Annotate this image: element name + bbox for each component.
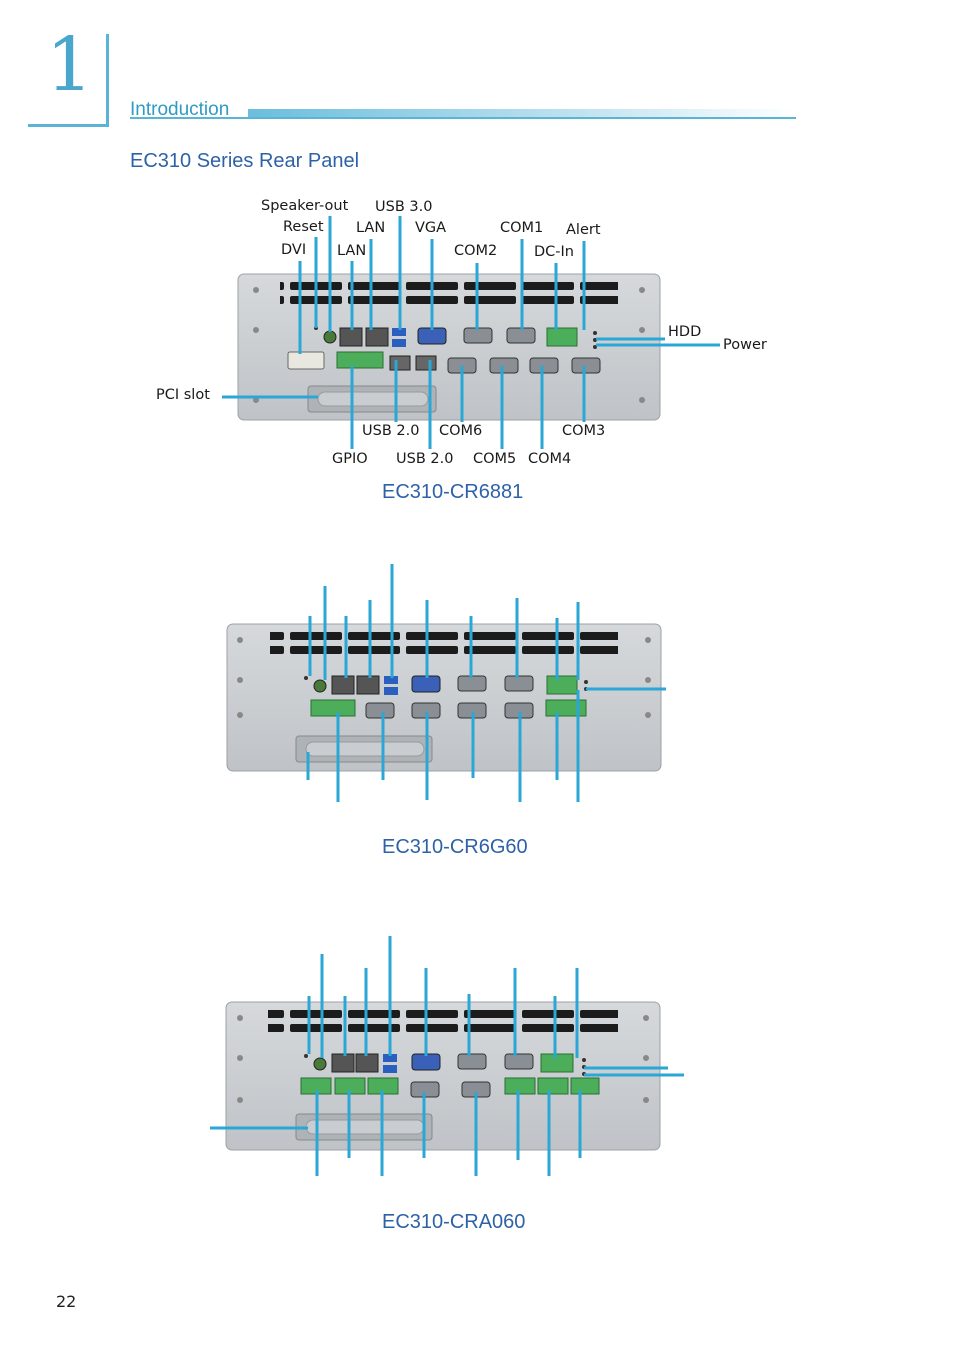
- label-com2: COM2: [454, 243, 498, 259]
- label-gpio: GPIO: [332, 451, 368, 467]
- chapter-number: 1: [46, 22, 94, 108]
- panel1-leader-lines: [222, 216, 720, 449]
- label-lan-top: LAN: [356, 220, 386, 236]
- panel3-chassis: [225, 1001, 661, 1151]
- panel2-leader-lines: [306, 564, 666, 802]
- label-com1: COM1: [500, 220, 544, 236]
- panel3-leader-lines: [210, 936, 684, 1176]
- label-usb20-b: USB 2.0: [396, 451, 454, 467]
- section-bar: [248, 109, 796, 118]
- label-lan-bottom: LAN: [337, 243, 367, 259]
- label-alert: Alert: [566, 222, 601, 238]
- label-usb30: USB 3.0: [375, 199, 433, 215]
- label-power: Power: [723, 337, 767, 353]
- section-rule: [130, 117, 796, 119]
- label-dc-in: DC-In: [534, 244, 574, 260]
- label-vga: VGA: [415, 220, 447, 236]
- panel2-chassis: [226, 623, 662, 772]
- caption-panel3: EC310-CRA060: [382, 1211, 526, 1233]
- label-dvi: DVI: [281, 242, 307, 258]
- page-number: 22: [56, 1292, 77, 1311]
- label-com4: COM4: [528, 451, 572, 467]
- label-com3: COM3: [562, 423, 606, 439]
- label-hdd: HDD: [668, 324, 702, 340]
- label-pci-slot: PCI slot: [156, 387, 210, 403]
- caption-panel2: EC310-CR6G60: [382, 836, 528, 858]
- label-com5: COM5: [473, 451, 517, 467]
- caption-panel1: EC310-CR6881: [382, 481, 524, 503]
- label-reset: Reset: [283, 219, 324, 235]
- label-speaker-out: Speaker-out: [261, 198, 349, 214]
- chapter-frame: [28, 34, 109, 127]
- page-heading: EC310 Series Rear Panel: [130, 150, 360, 172]
- section-title: Introduction: [130, 99, 230, 120]
- label-usb20-a: USB 2.0: [362, 423, 420, 439]
- label-com6: COM6: [439, 423, 483, 439]
